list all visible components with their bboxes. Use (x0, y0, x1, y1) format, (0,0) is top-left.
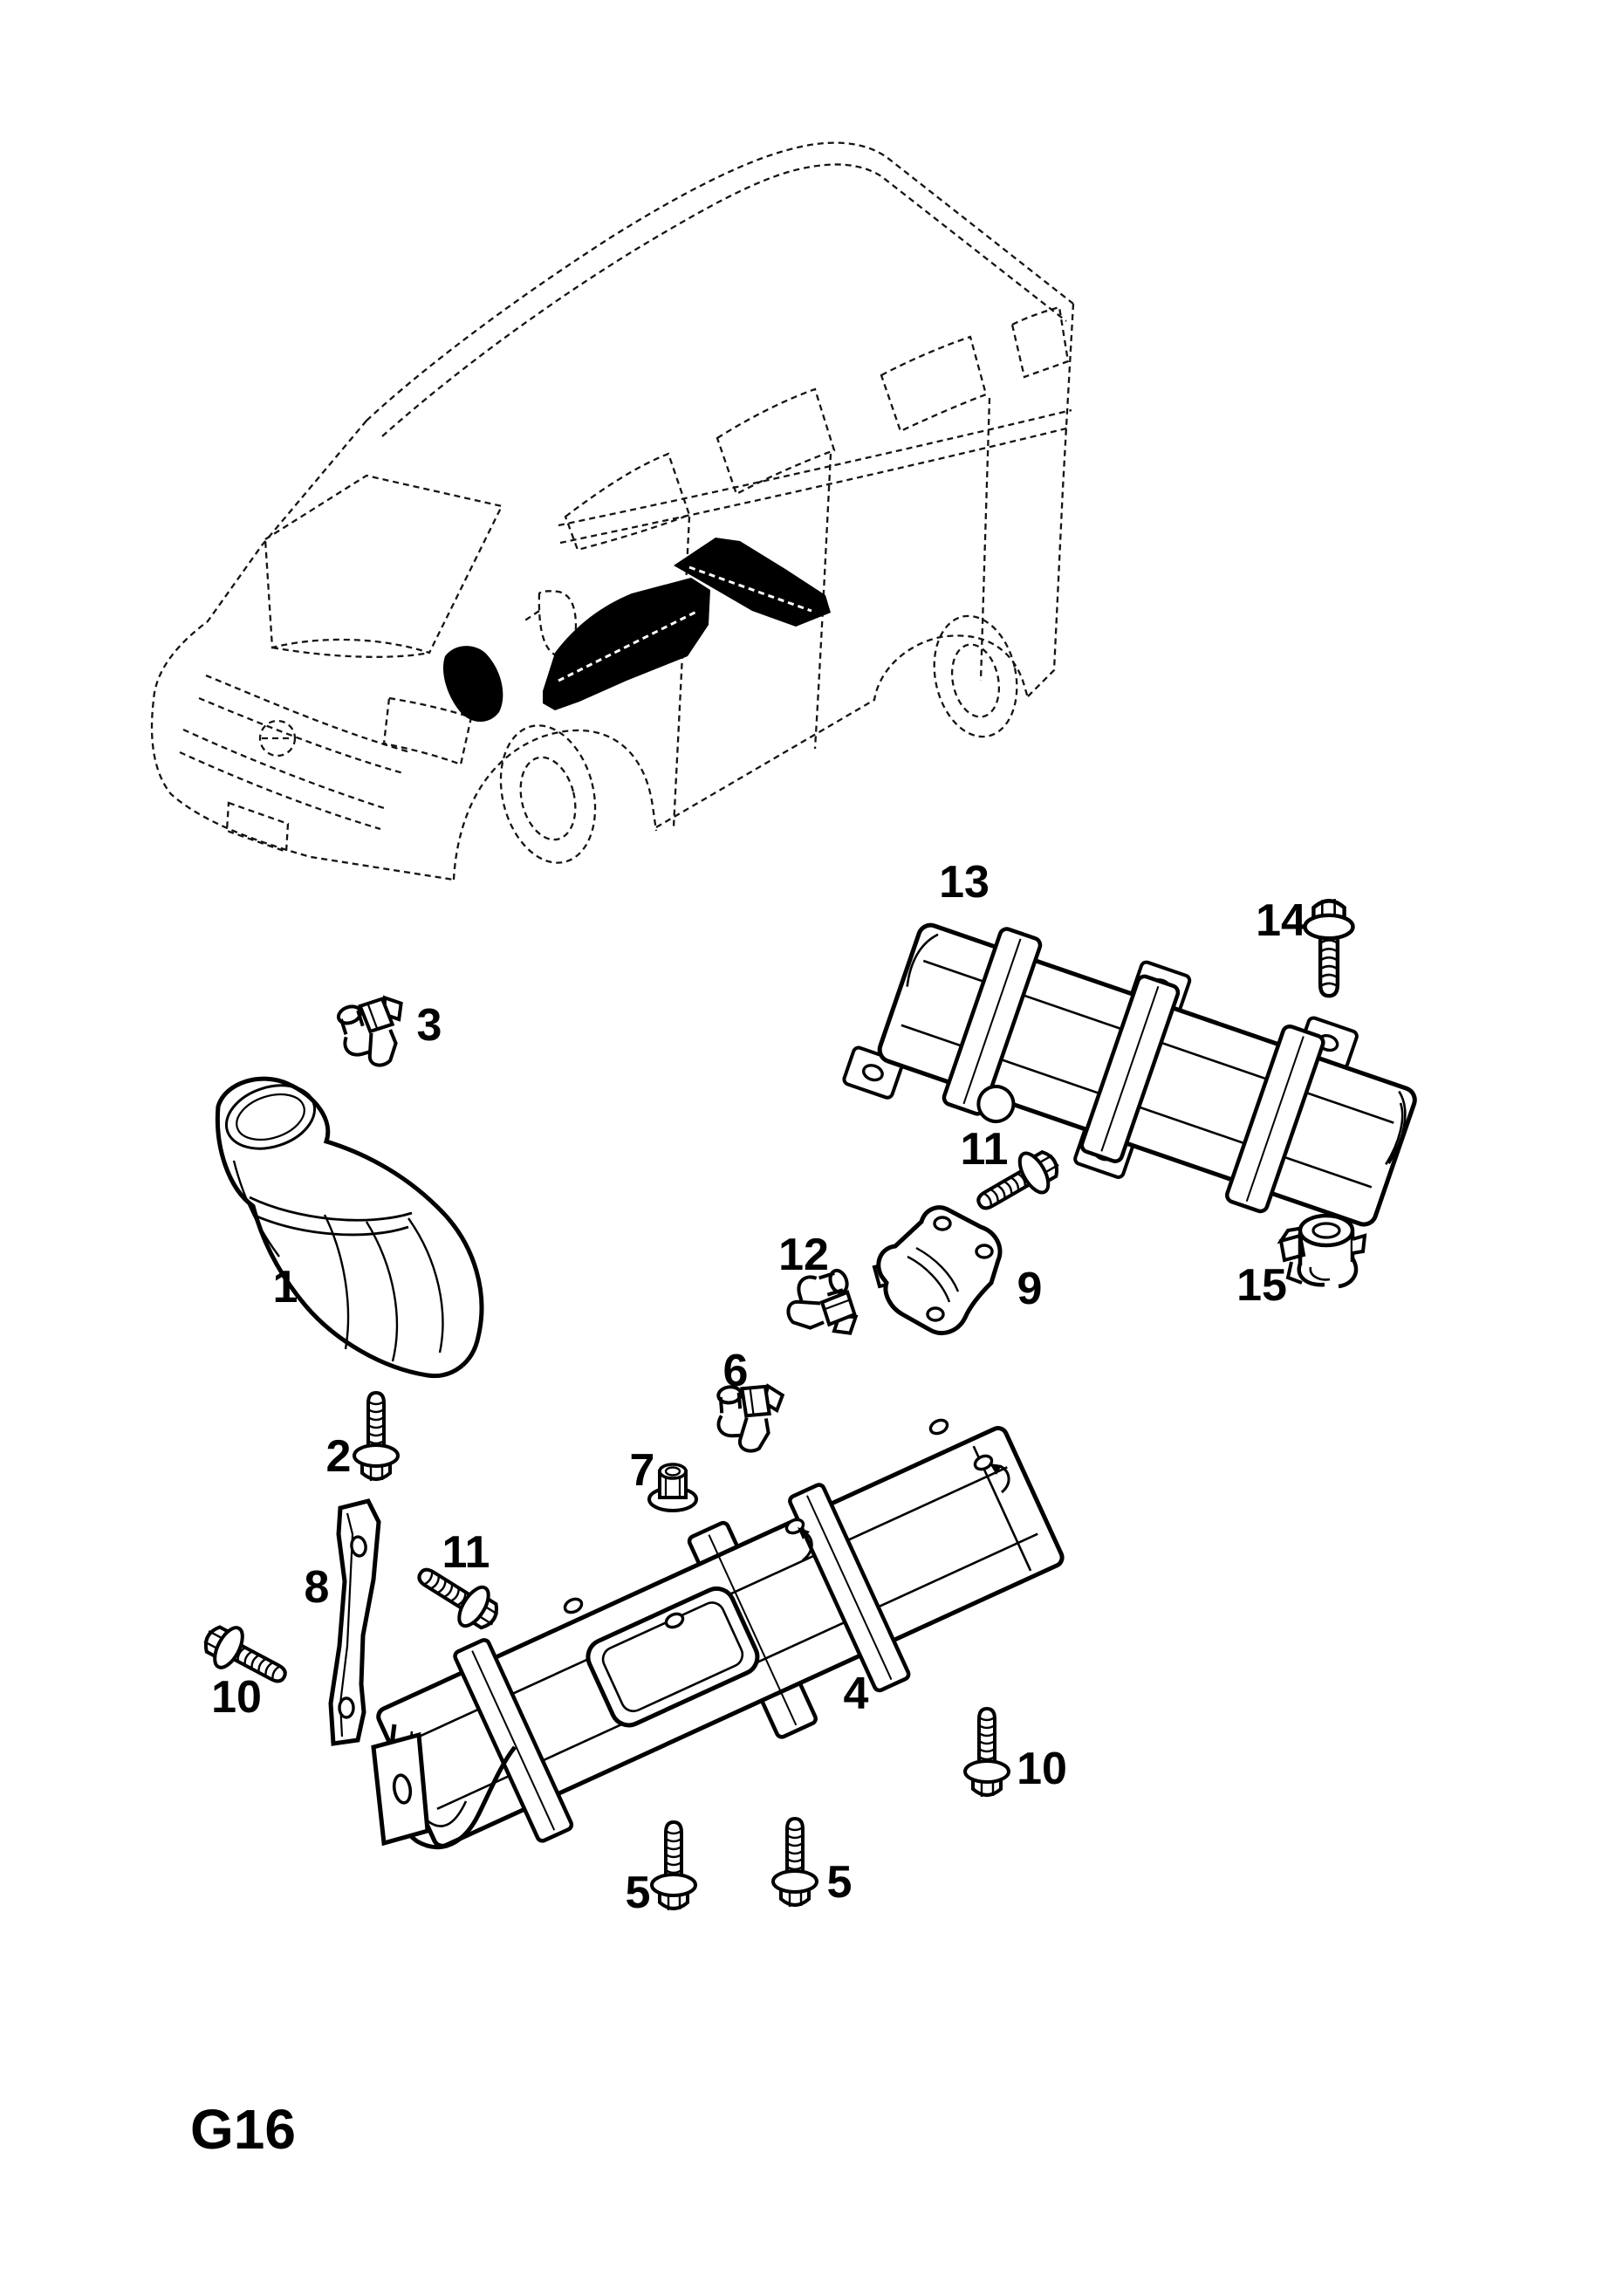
part-15-clip (1277, 1213, 1367, 1289)
part-label-15: 15 (1236, 1260, 1287, 1311)
part-label-14: 14 (1256, 895, 1306, 946)
part-3-clip (333, 994, 408, 1071)
part-5-bolt-right (771, 1817, 818, 1909)
part-label-8: 8 (305, 1562, 330, 1613)
part-label-5-right: 5 (827, 1857, 853, 1908)
page-code: G16 (190, 2098, 296, 2161)
part-9-bracket (872, 1205, 1003, 1335)
part-label-7: 7 (630, 1445, 655, 1496)
part-label-11-upper: 11 (961, 1124, 1009, 1175)
van-outline (150, 141, 1075, 881)
part-label-9: 9 (1017, 1264, 1043, 1314)
part-14-bolt (1305, 899, 1353, 996)
part-label-1: 1 (273, 1262, 298, 1312)
part-5-bolt-left (650, 1820, 697, 1912)
part-label-10-left: 10 (211, 1672, 262, 1723)
part-10-bolt-right (963, 1707, 1010, 1799)
part-label-12: 12 (778, 1230, 829, 1280)
part-13-heat-shield (842, 922, 1417, 1227)
screw-direction-arrow (798, 1463, 1010, 1562)
part-label-11-lower: 11 (442, 1527, 490, 1578)
part-label-3: 3 (417, 1000, 442, 1051)
part-label-4: 4 (844, 1669, 869, 1719)
van-heat-shield-highlights (442, 538, 831, 723)
part-4-heat-shield (371, 1418, 1065, 1850)
part-label-5-left: 5 (626, 1868, 651, 1918)
part-2-bolt (353, 1391, 400, 1483)
part-label-6: 6 (723, 1346, 749, 1396)
part-7-nut (647, 1463, 698, 1512)
van-illustration (150, 141, 1075, 881)
part-label-10-right: 10 (1017, 1744, 1067, 1794)
van-frame-lines-over-shields (558, 565, 812, 682)
part-label-13: 13 (939, 857, 990, 908)
part-8-bracket (328, 1498, 381, 1746)
part-label-2: 2 (326, 1431, 352, 1482)
part-1-heat-shield (215, 1076, 484, 1379)
